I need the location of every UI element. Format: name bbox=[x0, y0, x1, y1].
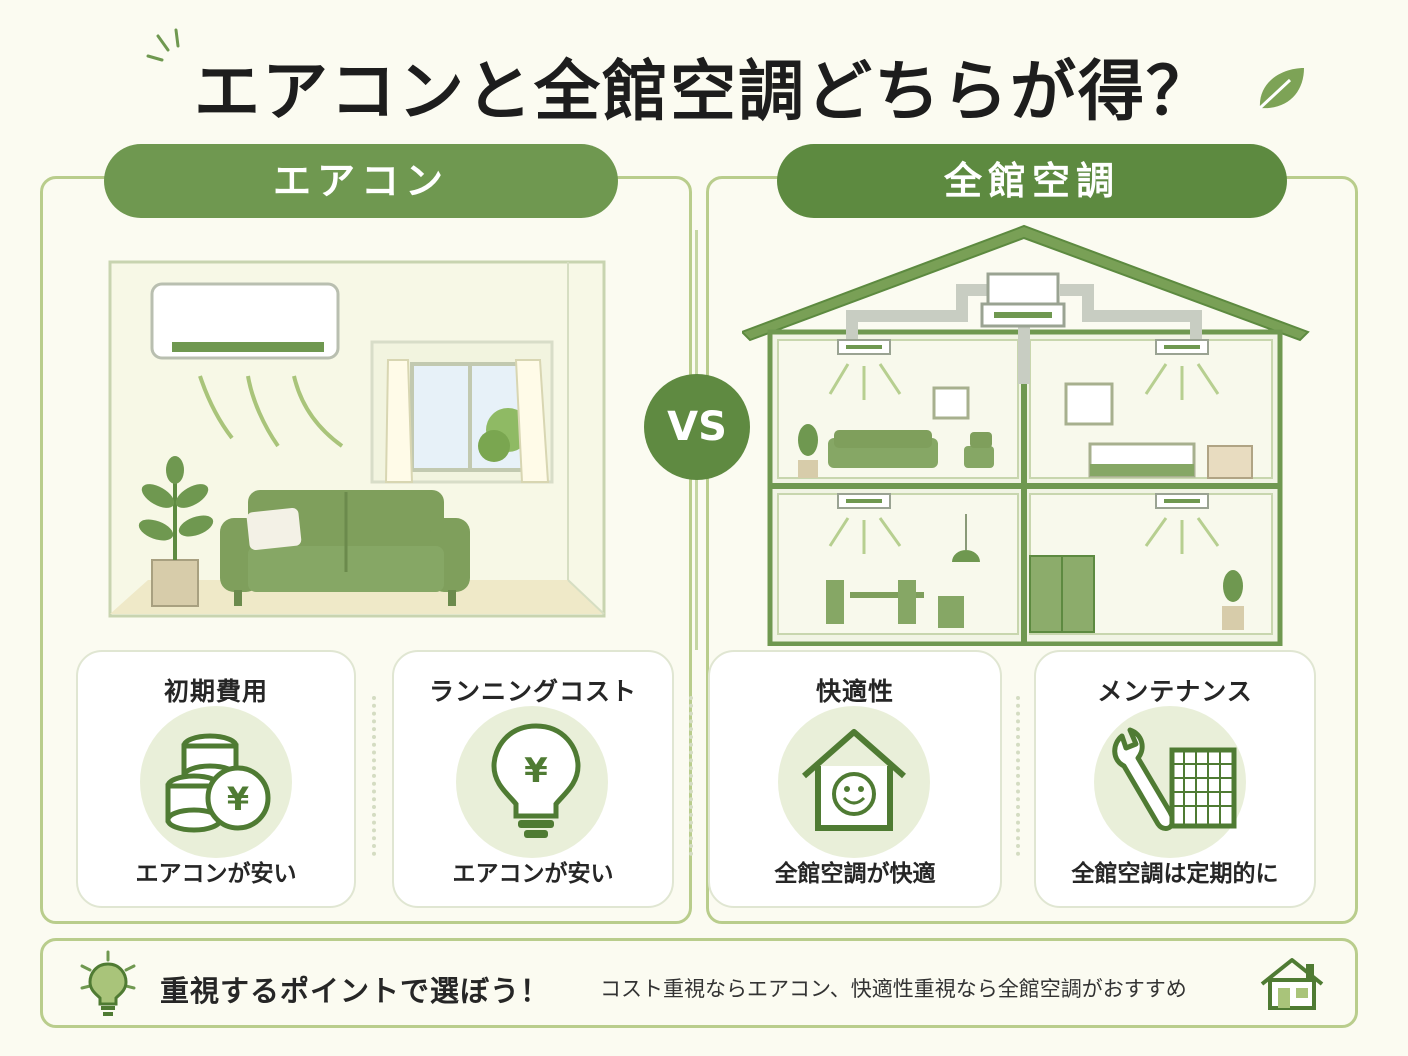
coins-yen-icon: ¥ bbox=[165, 733, 271, 833]
card-title: メンテナンス bbox=[1097, 677, 1253, 706]
potted-plant-icon bbox=[138, 456, 214, 607]
window-icon bbox=[370, 340, 554, 484]
dotted-separator bbox=[372, 696, 376, 856]
living-room-illustration bbox=[108, 260, 606, 618]
vs-badge: VS bbox=[644, 374, 750, 480]
card-result: 全館空調は定期的に bbox=[1071, 861, 1279, 887]
dotted-separator bbox=[1016, 696, 1020, 856]
maintenance-card: メンテナンス 全館空調は定期的に bbox=[1034, 650, 1316, 908]
dotted-separator bbox=[689, 696, 693, 856]
aircon-label: エアコン bbox=[104, 144, 618, 218]
house-cross-section-illustration bbox=[742, 224, 1310, 646]
card-result: 全館空調が快適 bbox=[774, 861, 936, 887]
smiling-house-icon bbox=[802, 729, 906, 831]
leaf-icon bbox=[1258, 68, 1304, 110]
central-aircon-label: 全館空調 bbox=[777, 144, 1287, 218]
summary-sub-text: コスト重視ならエアコン、快適性重視なら全館空調がおすすめ bbox=[600, 977, 1187, 1001]
initial-cost-card: 初期費用 ¥ エアコンが安い bbox=[76, 650, 356, 908]
summary-main-text: 重視するポイントで選ぼう！ bbox=[160, 974, 551, 1008]
house-icon bbox=[1260, 958, 1324, 1010]
page-title: エアコンと全館空調どちらが得？ bbox=[194, 53, 1214, 130]
wrench-filter-icon bbox=[1112, 727, 1237, 831]
summary-banner bbox=[40, 938, 1358, 1028]
lightbulb-icon bbox=[80, 950, 136, 1016]
comfort-card: 快適性 全館空調が快適 bbox=[708, 650, 1002, 908]
svg-text:¥: ¥ bbox=[524, 751, 548, 791]
card-title: ランニングコスト bbox=[428, 677, 637, 706]
card-result: エアコンが安い bbox=[135, 861, 297, 887]
central-aircon-unit-icon bbox=[846, 272, 1202, 384]
svg-text:¥: ¥ bbox=[227, 780, 249, 818]
spark-lines-icon bbox=[146, 28, 180, 62]
wall-aircon-icon bbox=[150, 282, 340, 360]
card-title: 快適性 bbox=[815, 677, 894, 706]
running-cost-card: ランニングコスト ¥ エアコンが安い bbox=[392, 650, 674, 908]
sofa-icon bbox=[220, 490, 470, 606]
lightbulb-yen-icon: ¥ bbox=[491, 723, 581, 838]
card-title: 初期費用 bbox=[163, 677, 268, 706]
card-result: エアコンが安い bbox=[452, 861, 614, 887]
